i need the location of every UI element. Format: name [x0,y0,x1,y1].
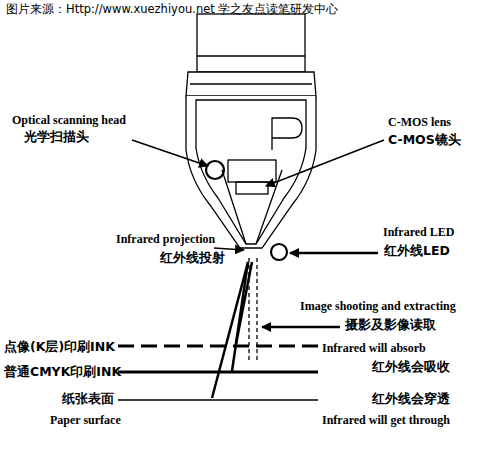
effect-note: Infrared will absorb [322,342,426,356]
process-name: 摄影及影像读取 [345,318,436,332]
part-name: Infrared LED [383,226,454,240]
part-name: 光学扫描头 [24,130,89,144]
part-name: Optical scanning head [12,114,126,128]
effect-note: 红外线会吸收 [372,360,450,374]
layer-name: 纸张表面 [62,392,114,406]
part-name: C-MOS镜头 [388,133,461,147]
layer-name: 普通CMYK印刷INK [4,365,121,379]
part-name: C-MOS lens [388,116,451,130]
part-name: Infrared projection [116,233,215,247]
process-name: Image shooting and extracting [300,300,456,314]
effect-note: 红外线会穿透 [372,392,450,406]
part-name: 红外线LED [384,244,450,258]
part-name: 红外线投射 [160,251,225,265]
layer-name: 点像(K层)印刷INK [4,340,115,354]
layer-name: Paper surface [50,414,121,428]
source-note: 图片来源：Http://www.xuezhiyou.net 学之友点读笔研发中心 [6,3,338,16]
effect-note: Infrared will get through [322,414,450,428]
